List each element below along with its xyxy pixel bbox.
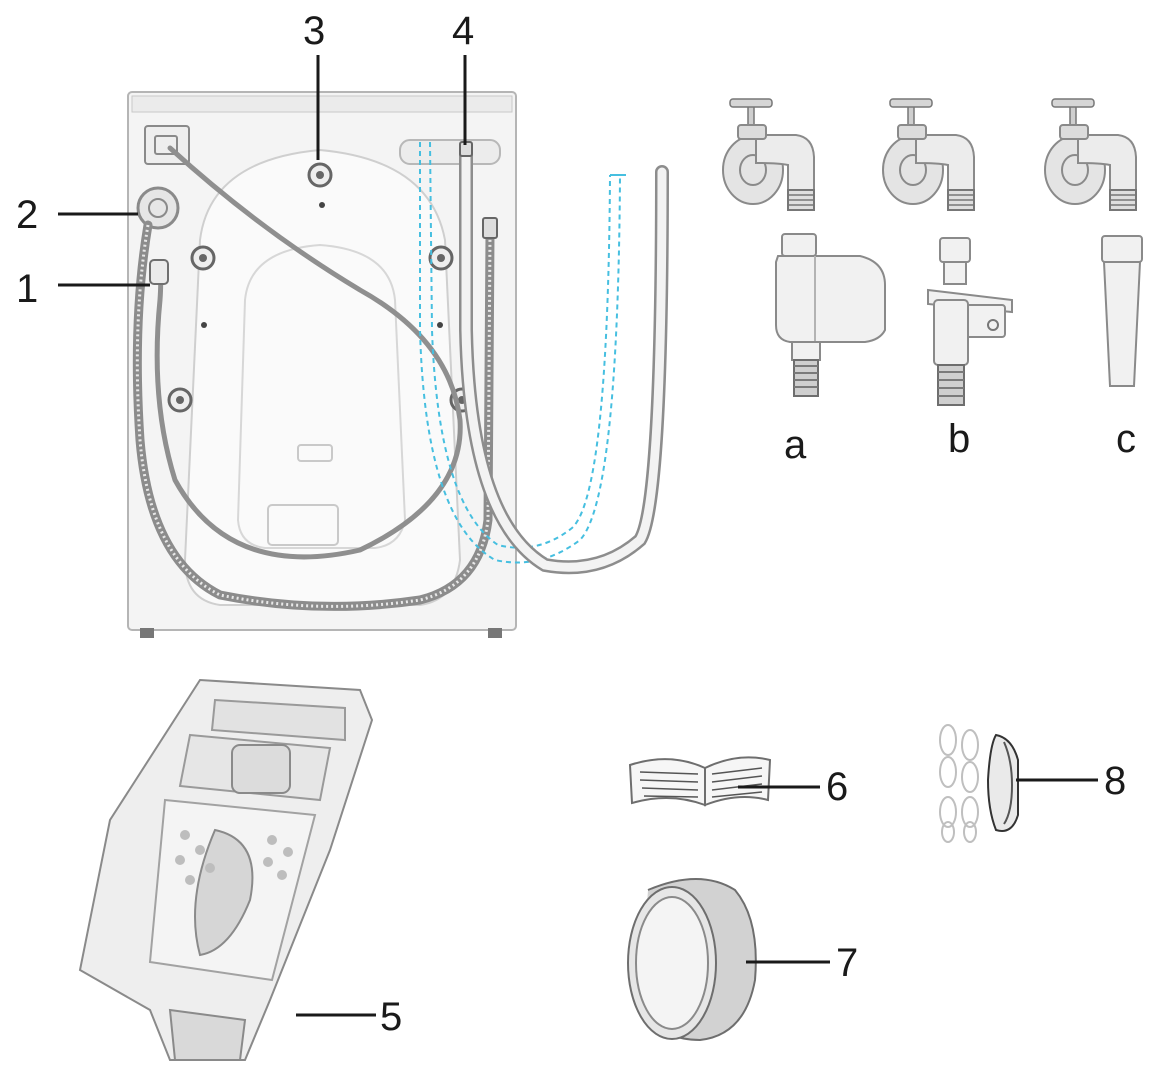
variant-label-a: a [784,423,807,467]
callout-8: 8 [1104,759,1126,803]
transport-bolt [167,387,193,413]
variant-label-b: b [948,417,970,461]
machine-foot-right [488,628,502,638]
transport-bolt [190,245,216,271]
hose-holder-ring [627,878,757,1042]
adapter-aquastop-a [775,233,886,397]
callout-7: 7 [836,941,858,985]
transport-bolt [428,245,454,271]
variant-label-c: c [1116,417,1136,461]
power-cord [154,145,463,560]
washing-machine-rear-view [127,91,669,638]
water-tap-b [882,98,975,211]
drain-hose [132,220,495,611]
back-vent [297,444,333,462]
callout-2: 2 [16,193,38,237]
callout-1: 1 [16,267,38,311]
callout-3: 3 [303,9,325,53]
back-hatch [267,504,339,546]
inlet-hose-dashed-outline-outer [419,142,621,564]
transport-bolt [307,162,333,188]
callout-5: 5 [380,995,402,1039]
detergent-drawer [78,678,374,1061]
sealing-caps [939,724,1019,843]
callout-6: 6 [826,765,848,809]
inlet-hose-dashed-outline-inner [429,141,611,549]
callout-4: 4 [452,9,474,53]
instruction-manual-book [628,756,772,807]
top-inlet-slot [399,139,501,165]
drain-outlet [136,186,180,230]
machine-foot-left [140,628,154,638]
drain-hose-end [482,217,498,239]
power-plug [149,259,169,285]
adapter-connector-b [927,237,1013,406]
back-panel [183,148,462,606]
water-tap-a [722,98,815,211]
back-panel-recess [236,243,407,549]
water-tap-c [1044,98,1137,211]
adapter-straight-c [1101,235,1143,387]
machine-top-edge [131,95,513,113]
